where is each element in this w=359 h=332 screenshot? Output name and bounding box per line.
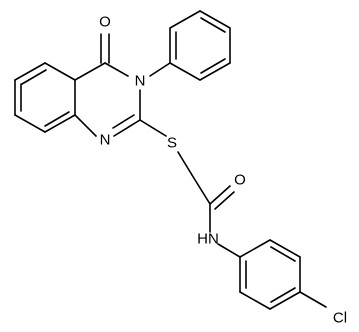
- bond: [104, 62, 129, 77]
- sulfur-label: S: [167, 135, 177, 152]
- bond: [270, 287, 296, 303]
- bond: [200, 17, 226, 33]
- bond: [239, 239, 271, 258]
- bond: [191, 174, 211, 205]
- bond: [299, 291, 327, 308]
- chlorine-label: Cl: [333, 310, 347, 327]
- bond: [199, 10, 231, 29]
- bond: [113, 119, 141, 137]
- bond: [270, 246, 296, 262]
- bond: [269, 291, 301, 310]
- bond: [44, 62, 76, 81]
- bond: [14, 62, 46, 81]
- atom-labels: O N N S O HN Cl: [99, 14, 347, 327]
- carbonyl-oxygen-label: O: [99, 14, 111, 31]
- bond: [177, 151, 193, 176]
- bond: [209, 185, 231, 205]
- bond: [200, 58, 226, 74]
- bond: [44, 114, 76, 133]
- bond: [112, 114, 135, 129]
- bond: [74, 62, 106, 81]
- bonds: [14, 10, 327, 310]
- bond: [214, 191, 235, 210]
- bond: [269, 239, 301, 258]
- bond: [169, 10, 201, 29]
- bond: [169, 62, 201, 81]
- bond: [199, 62, 231, 81]
- bond: [44, 111, 70, 127]
- amide-nh-label: HN: [197, 231, 219, 248]
- bond: [74, 114, 97, 137]
- bond: [217, 243, 241, 258]
- bond: [139, 119, 167, 137]
- amide-oxygen-label: O: [234, 172, 246, 189]
- ring-nitrogen-n1-label: N: [100, 132, 111, 149]
- bond: [239, 291, 271, 310]
- ring-nitrogen-n3-label: N: [135, 73, 146, 90]
- bond: [149, 62, 171, 77]
- bond: [21, 69, 47, 85]
- bond: [14, 114, 46, 133]
